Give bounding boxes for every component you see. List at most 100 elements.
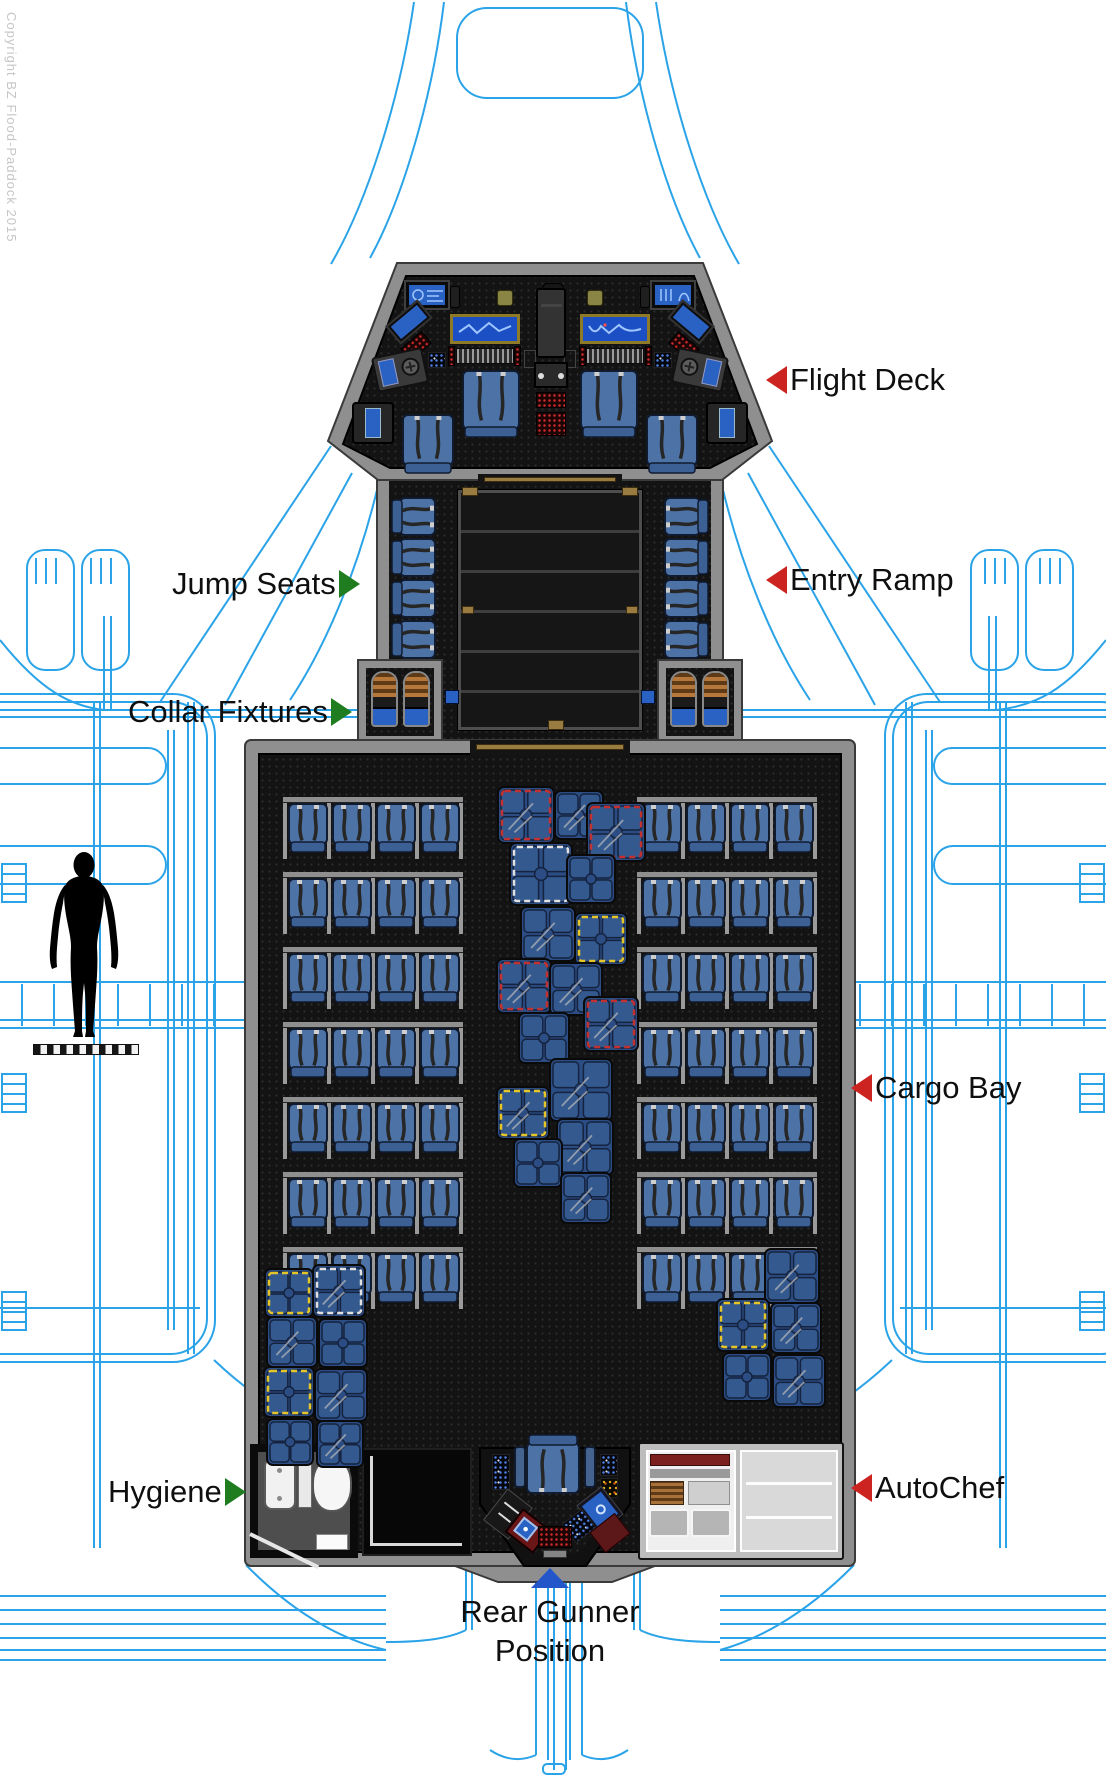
label-autochef: AutoChef bbox=[851, 1470, 1004, 1506]
pilot-console-screen-right bbox=[580, 314, 650, 344]
cargo-pallet-aft-left bbox=[314, 1368, 368, 1422]
aft-panel-left bbox=[352, 402, 394, 444]
console-red-keys bbox=[579, 346, 586, 366]
center-red-panel bbox=[536, 392, 566, 408]
overhead-lever-icon bbox=[640, 286, 650, 308]
jump-seat bbox=[664, 538, 711, 577]
cargo-pallet-center bbox=[566, 854, 616, 904]
cargo-seat bbox=[332, 1028, 372, 1080]
cargo-pallet-aft-left bbox=[318, 1318, 368, 1368]
cargo-seat bbox=[642, 1178, 682, 1230]
console-red-keys bbox=[514, 346, 521, 366]
overhead-knob-icon bbox=[497, 290, 513, 306]
cargo-pallet-center bbox=[549, 1058, 613, 1122]
cargo-seat bbox=[420, 878, 460, 930]
cargo-pallet-aft-left bbox=[266, 1316, 318, 1368]
cargo-pallet-center bbox=[509, 842, 573, 906]
pilot-console-screen-left bbox=[450, 314, 520, 344]
label-cargo-bay: Cargo Bay bbox=[851, 1070, 1021, 1106]
cargo-seat bbox=[288, 878, 328, 930]
dial-icon bbox=[678, 356, 701, 378]
button-grid bbox=[428, 352, 446, 368]
jump-seat bbox=[664, 579, 711, 618]
side-unit-left bbox=[370, 346, 430, 394]
collar-fixtures-label-text: Collar Fixtures bbox=[128, 694, 328, 729]
cargo-seat bbox=[730, 803, 770, 855]
cargo-seat bbox=[376, 1178, 416, 1230]
cargo-seat bbox=[376, 953, 416, 1005]
dial-icon bbox=[399, 356, 422, 378]
jump-seat bbox=[389, 497, 436, 536]
jump-seat bbox=[389, 620, 436, 659]
label-hygiene: Hygiene bbox=[108, 1474, 246, 1510]
collar-fixture-tank bbox=[702, 671, 729, 727]
cargo-seat bbox=[686, 878, 726, 930]
cargo-pallet-center bbox=[556, 1118, 614, 1176]
jump-seat bbox=[664, 497, 711, 536]
cargo-pallet-aft-right bbox=[770, 1302, 822, 1354]
cargo-pallet-aft-right bbox=[716, 1298, 770, 1352]
cargo-pallet-center bbox=[496, 1086, 550, 1140]
autochef-heating-coil bbox=[650, 1481, 684, 1505]
flight-deck-seat bbox=[402, 414, 454, 476]
cargo-seat bbox=[774, 1178, 814, 1230]
cargo-pallet-center bbox=[560, 1172, 612, 1224]
cargo-pallet-aft-left bbox=[264, 1268, 314, 1318]
storage-locker bbox=[362, 1448, 472, 1556]
autochef-drawer bbox=[691, 1509, 731, 1537]
cargo-seat bbox=[376, 1103, 416, 1155]
cargo-seat bbox=[774, 1028, 814, 1080]
jump-seat bbox=[389, 538, 436, 577]
cargo-seat bbox=[420, 1103, 460, 1155]
cargo-pallet-center bbox=[496, 958, 552, 1014]
cargo-seat bbox=[332, 803, 372, 855]
cargo-pallet-aft-left bbox=[316, 1420, 364, 1468]
cargo-seat bbox=[288, 1178, 328, 1230]
overhead-lever-icon bbox=[450, 286, 460, 308]
pilot-keyboard-right bbox=[586, 348, 644, 364]
cargo-pallet-aft-left bbox=[263, 1366, 315, 1418]
cargo-seat bbox=[642, 1253, 682, 1305]
ramp-hinge-icon bbox=[622, 487, 638, 496]
console-red-keys bbox=[645, 346, 652, 366]
flight-deck-seat bbox=[580, 370, 638, 440]
jump-seat bbox=[389, 579, 436, 618]
autochef-display bbox=[650, 1454, 730, 1466]
entry-ramp-label-text: Entry Ramp bbox=[790, 562, 954, 597]
label-entry-ramp: Entry Ramp bbox=[766, 562, 954, 598]
cargo-seat bbox=[730, 1103, 770, 1155]
cargo-seat bbox=[288, 953, 328, 1005]
human-scale-silhouette bbox=[46, 851, 122, 1043]
console-red-keys bbox=[448, 346, 455, 366]
scale-bar bbox=[33, 1044, 139, 1055]
cargo-seat bbox=[332, 878, 372, 930]
center-pedestal bbox=[536, 288, 566, 358]
cargo-seat bbox=[376, 803, 416, 855]
collar-fixture-tank bbox=[670, 671, 697, 727]
flight-deck-label-text: Flight Deck bbox=[790, 362, 946, 397]
cargo-seat bbox=[642, 1103, 682, 1155]
cargo-pallet-center bbox=[554, 790, 604, 840]
cargo-seat bbox=[642, 1028, 682, 1080]
hygiene-arrow-icon bbox=[224, 1478, 246, 1506]
flight-deck-seat bbox=[646, 414, 698, 476]
cargo-seat bbox=[774, 1103, 814, 1155]
side-unit-right bbox=[670, 346, 730, 394]
cargo-pallet-aft-right bbox=[772, 1354, 826, 1408]
cargo-seat bbox=[774, 803, 814, 855]
gunner-button-panel bbox=[492, 1454, 510, 1490]
cargo-pallet-center bbox=[574, 912, 628, 966]
cargo-seat bbox=[288, 1103, 328, 1155]
cargo-seat bbox=[420, 803, 460, 855]
cargo-pallet-center bbox=[513, 1138, 563, 1188]
collar-fixture-tank bbox=[403, 671, 430, 727]
cargo-bay-label-text: Cargo Bay bbox=[875, 1070, 1022, 1105]
cargo-pallet-aft-left bbox=[266, 1418, 314, 1466]
autochef-label-text: AutoChef bbox=[875, 1470, 1005, 1505]
cargo-seat bbox=[686, 1103, 726, 1155]
cargo-bay-arrow-icon bbox=[851, 1074, 872, 1102]
label-flight-deck: Flight Deck bbox=[766, 362, 945, 398]
collar-fixtures-arrow-icon bbox=[330, 698, 352, 726]
